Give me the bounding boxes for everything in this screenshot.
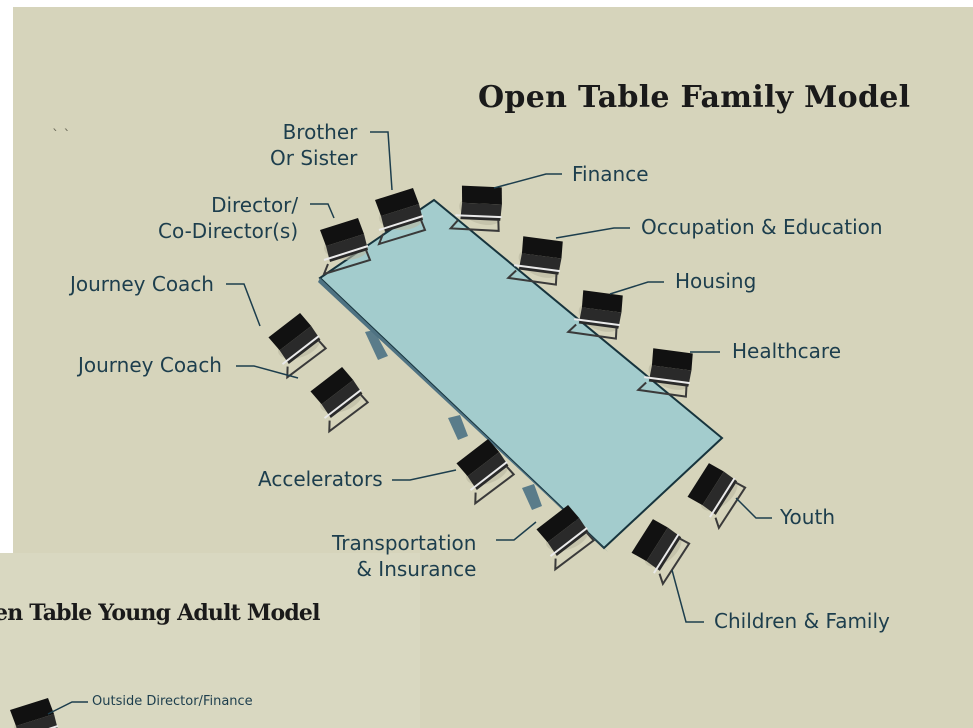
chair-journey-coach-1 [263,307,332,380]
leader-line [226,283,261,327]
label-outside-director-finance: Outside Director/Finance [92,694,253,709]
label-journey-coach-2: Journey Coach [78,353,222,377]
label-healthcare: Healthcare [732,339,842,363]
label-journey-coach-1: Journey Coach [70,272,214,296]
label-transportation: Transportation & Insurance [332,531,477,581]
label-housing: Housing [675,269,757,293]
label-children-family: Children & Family [714,609,890,633]
leader-line [671,569,704,623]
label-occupation-education: Occupation & Education [641,215,883,239]
chair-journey-coach-2 [305,361,374,434]
leader-line [310,203,335,219]
label-youth: Youth [780,505,835,529]
label-accelerators: Accelerators [258,467,383,491]
leader-line [493,173,562,189]
stray-mark: ` ` [52,128,71,144]
label-finance: Finance [572,162,649,186]
leader-line [555,227,630,239]
table-leg [522,484,542,510]
leader-line [392,469,457,481]
leader-line [609,281,664,295]
table-edge [318,278,608,552]
label-director: Director/ Co-Director(s) [158,193,299,243]
table-leg [448,415,468,440]
main-title: Open Table Family Model [478,80,911,115]
young-adult-panel [0,553,420,728]
leader-line [370,131,393,191]
chair-children [622,510,700,588]
chair-outside-director [9,697,61,728]
leader-line [735,497,772,519]
young-adult-title: en Table Young Adult Model [0,600,320,626]
label-brother-sister: Brother Or Sister [270,120,358,170]
leader-line [47,701,88,715]
leader-line [496,521,537,541]
table-leg [365,330,388,360]
leader-line [236,365,299,379]
